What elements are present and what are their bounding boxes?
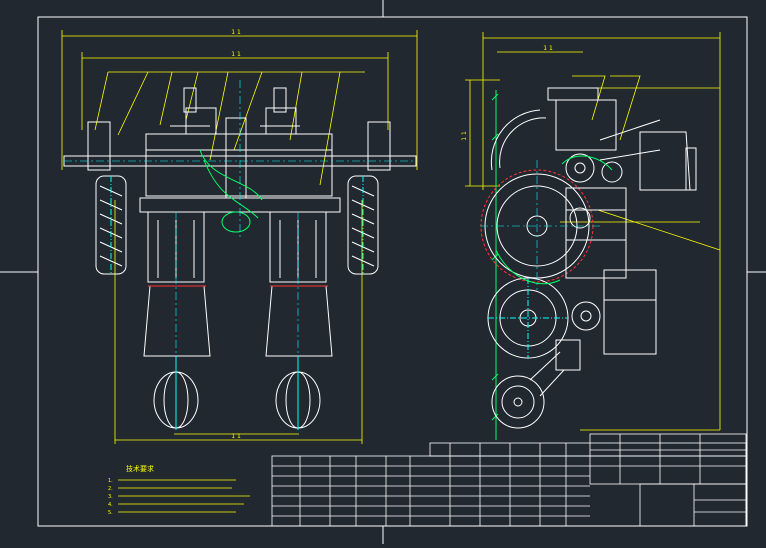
hitch-brackets <box>87 87 391 171</box>
tech-req-text-strokes <box>118 479 250 513</box>
tech-req-line-5: 5. <box>108 510 113 516</box>
right-top-overall-dim: 1 1 <box>543 45 553 52</box>
side-frame-body <box>565 187 657 355</box>
left-dimensions <box>61 30 418 444</box>
seed-unit-left <box>143 211 211 430</box>
side-hopper <box>565 119 697 191</box>
left-front-view: 1 1 1 1 1 1 <box>61 29 418 444</box>
left-bottom-span-dim: 1 1 <box>231 433 241 440</box>
right-drive-wheel <box>347 175 379 275</box>
metering-disc <box>487 277 569 359</box>
left-top-overall-dim: 1 1 <box>231 29 241 36</box>
right-height-dim: 1 1 <box>461 131 468 141</box>
tech-req-line-4: 4. <box>108 502 113 508</box>
tech-req-line-3: 3. <box>108 494 113 500</box>
side-linkage <box>495 155 613 285</box>
tech-req-line-2: 2. <box>108 486 113 492</box>
right-dimensions <box>465 32 721 431</box>
left-centerlines <box>64 80 416 356</box>
left-drive-wheel <box>95 175 127 275</box>
chain-drive <box>199 149 263 233</box>
technical-requirements: 技术要求 1. 2. 3. 4. 5. <box>108 464 250 516</box>
tech-req-line-1: 1. <box>108 478 113 484</box>
upper-shield <box>490 87 617 171</box>
title-block <box>271 433 747 527</box>
right-side-view: 1 1 1 1 <box>461 32 721 440</box>
seed-unit-right <box>265 211 333 430</box>
right-centerlines <box>480 160 600 290</box>
left-upper-span-dim: 1 1 <box>231 51 241 58</box>
small-gear <box>555 301 601 371</box>
ground-line <box>491 90 499 440</box>
press-wheel <box>491 351 565 429</box>
tech-req-title: 技术要求 <box>126 464 154 473</box>
